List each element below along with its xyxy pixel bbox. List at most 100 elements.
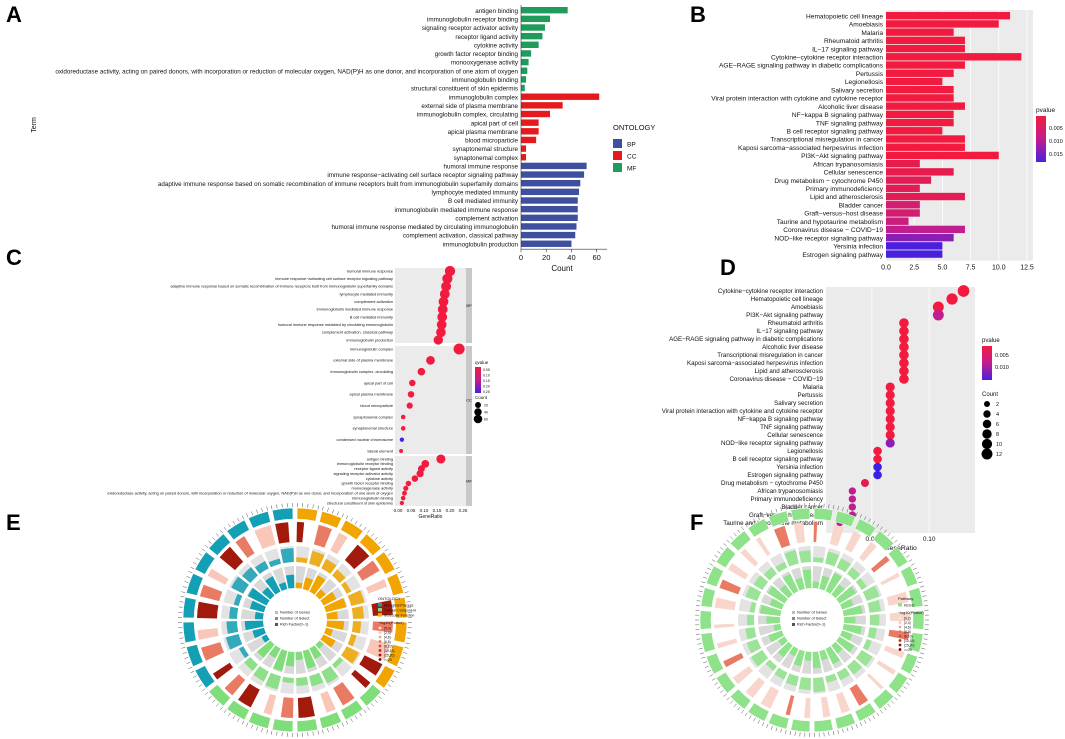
rich-ring-bar bbox=[745, 627, 757, 640]
outer-tick bbox=[256, 509, 258, 514]
outer-tick bbox=[266, 729, 268, 734]
tick-label-a: immunoglobulin production bbox=[443, 241, 519, 248]
bar-b bbox=[886, 135, 965, 143]
tick-label-d: African trypanosomiasis bbox=[757, 488, 823, 495]
rich-ring-bar bbox=[265, 672, 281, 690]
legend-bin-label: [6,8) bbox=[384, 640, 391, 644]
rich-ring-bar bbox=[268, 558, 281, 568]
outer-tick bbox=[915, 572, 919, 575]
count-bar bbox=[371, 600, 393, 616]
outer-tick bbox=[906, 555, 910, 558]
outer-tick bbox=[327, 728, 329, 733]
rich-ring-bar bbox=[347, 590, 365, 606]
legend-bin-dot bbox=[898, 621, 902, 624]
outer-tick bbox=[246, 722, 249, 727]
legend-bin-dot bbox=[378, 649, 382, 652]
outer-tick bbox=[703, 576, 708, 579]
panel-label-d: D bbox=[720, 255, 736, 280]
outer-tick bbox=[720, 547, 724, 550]
outer-tick bbox=[350, 518, 353, 522]
outer-tick bbox=[789, 730, 791, 735]
legend-tick-b: 0.005 bbox=[1049, 126, 1063, 132]
outer-tick bbox=[737, 706, 741, 711]
outer-ring-segment bbox=[319, 711, 342, 729]
tick-label-c: synaptonemal structure bbox=[353, 426, 393, 431]
point-c bbox=[399, 449, 404, 453]
inner-ring-bar bbox=[769, 598, 784, 610]
bar-b bbox=[886, 168, 954, 176]
inner-ring-bar bbox=[324, 627, 333, 637]
outer-ring-segment bbox=[700, 632, 716, 653]
point-c bbox=[411, 475, 419, 482]
point-d bbox=[885, 438, 895, 448]
tick-label-a: complement activation, classical pathway bbox=[403, 233, 519, 240]
point-d bbox=[873, 446, 882, 456]
tick-label-b-x: 10.0 bbox=[992, 265, 1006, 272]
outer-ring-segment bbox=[194, 665, 216, 689]
outer-tick bbox=[872, 715, 875, 719]
bar-a bbox=[521, 171, 585, 178]
outer-tick bbox=[705, 572, 709, 575]
count-bar bbox=[333, 681, 355, 706]
outer-tick bbox=[387, 553, 392, 556]
legend-swatch-circos bbox=[898, 603, 902, 607]
rich-ring-bar bbox=[351, 621, 362, 634]
outer-ring-segment bbox=[186, 573, 204, 596]
inner-ring-bar bbox=[777, 641, 793, 658]
outer-ring-segment bbox=[747, 702, 770, 722]
tick-label-b: NF−kappa B signaling pathway bbox=[792, 112, 884, 119]
outer-ring-segment bbox=[226, 699, 250, 721]
rich-ring-bar bbox=[836, 667, 851, 681]
count-bar bbox=[235, 536, 255, 559]
legend-bin-label: [5,0) bbox=[384, 626, 391, 630]
outer-tick bbox=[880, 709, 883, 714]
outer-tick bbox=[880, 526, 883, 531]
tick-label-d: Legionellosis bbox=[787, 448, 823, 455]
outer-tick bbox=[714, 555, 718, 558]
outer-tick bbox=[232, 715, 236, 720]
count-bar bbox=[785, 695, 795, 716]
outer-tick bbox=[345, 720, 349, 725]
outer-tick bbox=[766, 724, 769, 728]
point-d bbox=[899, 342, 909, 352]
outer-tick bbox=[696, 638, 701, 640]
outer-tick bbox=[906, 682, 910, 685]
panel-b-chart: Hematopoietic cell lineageAmoebiasisMala… bbox=[711, 10, 1063, 272]
legend-tick-d: 0.010 bbox=[995, 365, 1009, 371]
legend-title-circos: ONTOLOGY bbox=[378, 596, 401, 601]
point-d bbox=[885, 406, 895, 416]
outer-tick bbox=[833, 505, 835, 510]
outer-tick bbox=[378, 540, 382, 545]
tick-label-a-x: 20 bbox=[542, 253, 550, 262]
count-bar bbox=[197, 628, 219, 640]
inner-ring-bar bbox=[247, 587, 270, 606]
bar-b bbox=[886, 151, 999, 160]
outer-tick bbox=[198, 553, 203, 556]
tick-label-b: Bladder cancer bbox=[839, 202, 884, 209]
tick-label-a: receptor ligand activity bbox=[455, 34, 519, 41]
rich-ring-bar bbox=[867, 599, 881, 613]
legend-bin-dot bbox=[898, 616, 902, 620]
inner-ring-bar bbox=[767, 586, 788, 604]
point-c bbox=[441, 281, 452, 292]
rich-ring-bar bbox=[825, 551, 840, 567]
inner-ring-bar bbox=[840, 598, 854, 610]
legend-title-circos: Pathway bbox=[898, 596, 913, 601]
bar-b bbox=[886, 69, 954, 77]
rich-ring-bar bbox=[855, 649, 873, 667]
tick-label-c: monooxygenase activity bbox=[351, 486, 393, 491]
tick-label-c: immune response−activating cell surface … bbox=[275, 276, 393, 281]
outer-tick bbox=[367, 529, 370, 534]
legend-size-dot-d bbox=[984, 401, 990, 407]
legend-tick-c: 0.25 bbox=[483, 390, 490, 394]
bar-a bbox=[521, 7, 568, 14]
point-c bbox=[403, 485, 409, 491]
rich-ring-bar bbox=[750, 649, 769, 667]
outer-ring-segment bbox=[208, 533, 231, 556]
count-bar bbox=[829, 524, 845, 547]
outer-tick bbox=[367, 706, 370, 711]
tick-label-b: Estrogen signaling pathway bbox=[802, 252, 883, 259]
inner-ring-bar bbox=[295, 582, 303, 589]
point-c bbox=[438, 296, 449, 307]
